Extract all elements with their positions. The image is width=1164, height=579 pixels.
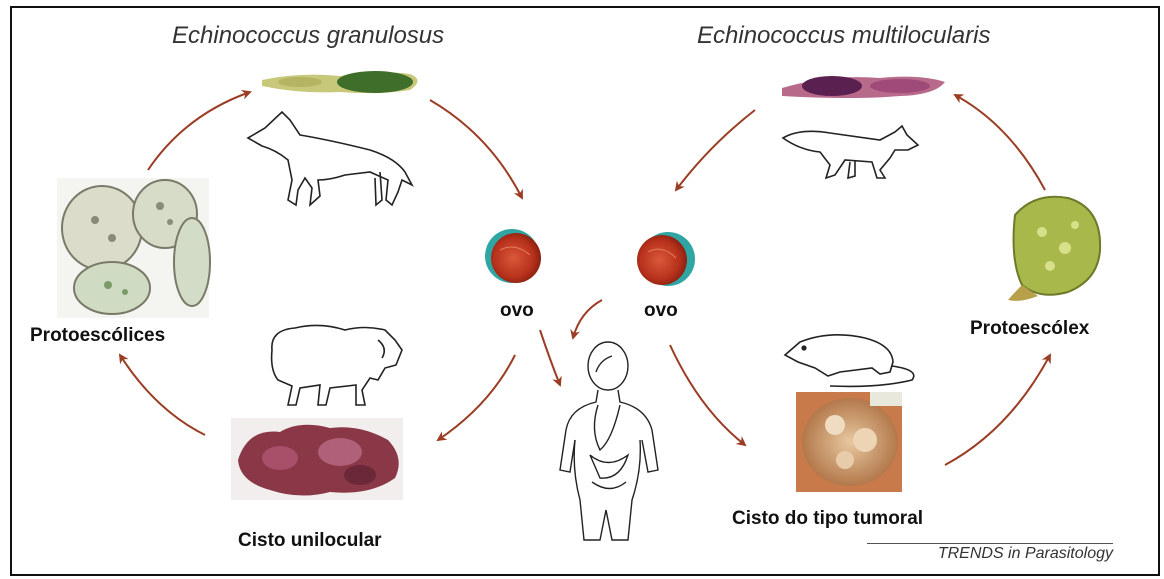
species-multilocularis-title: Echinococcus multilocularis: [697, 22, 990, 50]
protoescolex-label: Protoescólex: [970, 318, 1089, 340]
arrow-cyst-to-protoescolices: [120, 355, 205, 435]
adult-worm-multilocularis: [782, 76, 945, 98]
egg-right: [637, 232, 695, 286]
arrow-egg-to-tumor-cyst: [670, 345, 745, 445]
dog-icon: [248, 112, 412, 205]
cisto-unilocular-label: Cisto unilocular: [238, 530, 382, 552]
ovo-left-label: ovo: [500, 300, 534, 322]
protoescolices-label: Protoescólices: [30, 325, 165, 347]
arrow-egg-to-sheep-cyst: [438, 355, 515, 440]
cisto-tumoral-label: Cisto do tipo tumoral: [732, 508, 923, 530]
human-icon: [560, 342, 658, 540]
arrow-egg-to-human-right: [573, 300, 602, 338]
cisto-tumoral-image: [796, 392, 902, 492]
source-credit: TRENDS in Parasitology: [867, 543, 1113, 563]
mouse-icon: [785, 335, 914, 387]
arrow-tumor-to-protoescolex: [945, 355, 1050, 465]
arrow-worm-to-egg-left: [430, 100, 522, 198]
arrow-worm-to-egg-right: [676, 110, 755, 190]
arrow-egg-to-human-left: [540, 330, 560, 385]
protoscolices-image: [57, 178, 210, 318]
arrow-protoescolex-to-worm: [955, 95, 1045, 190]
cisto-unilocular-image: [231, 418, 403, 500]
fox-icon: [783, 126, 918, 178]
adult-worm-granulosus: [262, 71, 418, 93]
arrow-protoescolices-to-worm: [148, 92, 250, 170]
species-granulosus-title: Echinococcus granulosus: [172, 22, 444, 50]
ovo-right-label: ovo: [644, 300, 678, 322]
egg-left: [485, 229, 541, 283]
sheep-icon: [272, 325, 402, 405]
protoescolex-image: [1008, 197, 1100, 301]
